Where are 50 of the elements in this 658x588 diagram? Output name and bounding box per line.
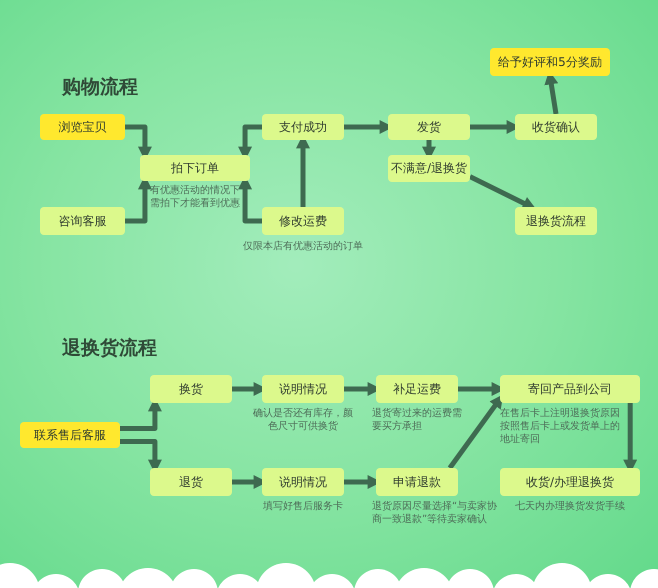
box-label: 补足运费 — [393, 382, 441, 396]
note-text: 仅限本店有优惠活动的订单 — [242, 240, 364, 253]
highlighted-step-box — [20, 422, 120, 448]
box-label: 拍下订单 — [171, 160, 219, 176]
box-label: 说明情况 — [279, 382, 327, 396]
box-label: 咨询客服 — [58, 214, 106, 228]
process-box — [388, 114, 470, 140]
note-text: 在售后卡上注明退换货原因按照售后卡上或发货单上的地址寄回 — [500, 407, 621, 446]
note-text: 退货原因尽量选择“与卖家协商一致退款”等待卖家确认 — [372, 500, 498, 526]
process-box — [515, 114, 597, 140]
note-text: 退货寄过来的运费需要买方承担 — [372, 407, 462, 433]
process-box — [150, 375, 232, 403]
box-label: 申请退款 — [393, 474, 441, 490]
process-box — [262, 114, 344, 140]
process-box — [262, 375, 344, 403]
note-text: 有优惠活动的情况下需拍下才能看到优惠 — [149, 184, 241, 210]
section-heading: 退换货流程 — [62, 336, 157, 361]
highlighted-step-box — [40, 114, 125, 140]
arrow — [468, 174, 536, 210]
process-box — [376, 468, 458, 496]
process-box — [140, 155, 250, 181]
box-label: 给予好评和5分奖励 — [498, 54, 602, 70]
arrow — [448, 394, 504, 470]
process-box — [388, 155, 470, 182]
box-label: 修改运费 — [279, 214, 327, 228]
box-label: 发货 — [417, 120, 441, 134]
process-box — [500, 375, 640, 403]
process-box — [40, 207, 125, 235]
process-box — [262, 468, 344, 496]
box-label: 换货 — [179, 382, 203, 396]
box-label: 收货/办理退换货 — [526, 474, 614, 490]
section-heading: 购物流程 — [62, 75, 138, 100]
box-label: 退货 — [179, 474, 203, 490]
box-label: 浏览宝贝 — [58, 120, 106, 134]
note-text: 确认是否还有库存，颜色尺寸可供换货 — [252, 407, 354, 433]
note-text: 填写好售后服务卡 — [262, 500, 344, 513]
note-text: 七天内办理换货发货手续 — [514, 500, 626, 513]
process-box — [515, 207, 597, 235]
box-label: 说明情况 — [279, 474, 327, 490]
box-label: 寄回产品到公司 — [528, 382, 612, 396]
process-box — [262, 207, 344, 235]
box-label: 退换货流程 — [526, 214, 586, 228]
process-box — [500, 468, 640, 496]
process-box — [150, 468, 232, 496]
box-label: 不满意/退换货 — [390, 161, 468, 176]
box-label: 收货确认 — [532, 120, 580, 134]
process-box — [376, 375, 458, 403]
box-label: 联系售后客服 — [34, 428, 106, 442]
highlighted-step-box — [490, 48, 610, 76]
box-label: 支付成功 — [279, 120, 327, 134]
